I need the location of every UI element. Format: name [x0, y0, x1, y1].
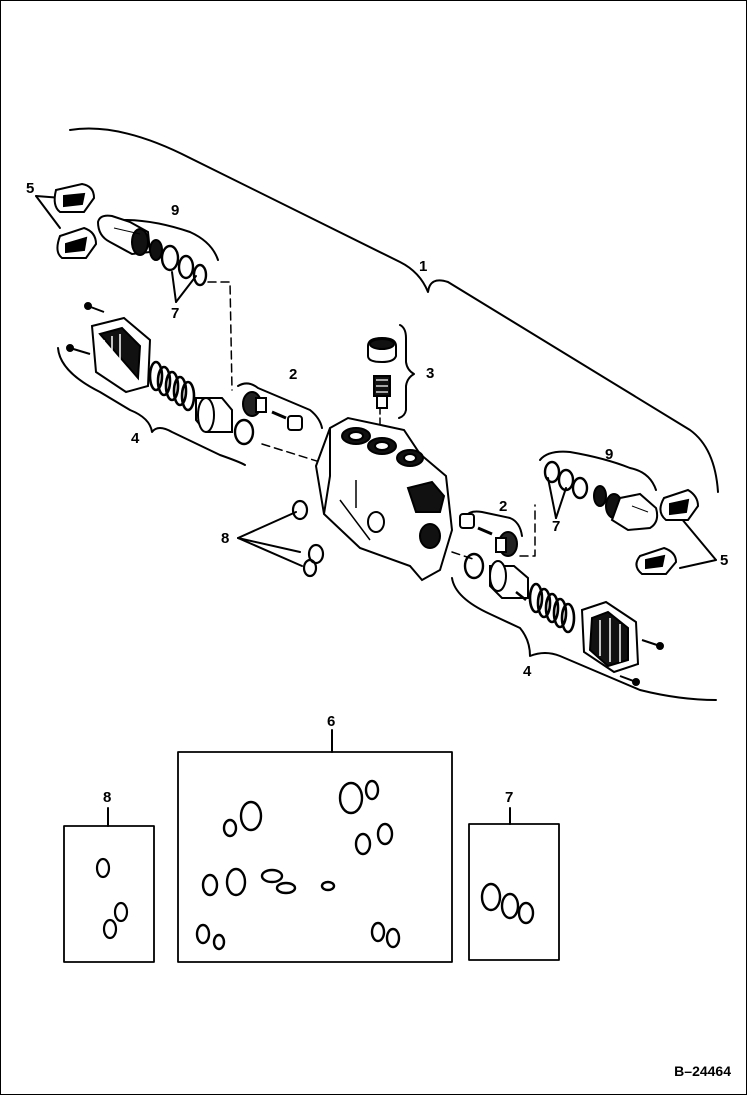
callout-8: 8	[221, 530, 230, 547]
axis-dash-left-top	[207, 281, 233, 391]
kit-box-8	[63, 825, 155, 963]
check-assembly-right	[459, 513, 518, 557]
leader-7-right-b	[555, 487, 567, 519]
o-rings-8-loose	[291, 499, 325, 578]
o-ring-left-spool	[233, 418, 255, 446]
clip-right-bottom	[635, 546, 678, 575]
leader-7-left-a	[171, 271, 177, 303]
end-cap-right	[580, 600, 640, 674]
callout-9-right: 9	[605, 446, 614, 463]
spring-right	[528, 582, 576, 634]
leader-5-left-b	[35, 195, 61, 229]
axis-dash-left-mid	[261, 443, 321, 463]
check-assembly-left	[242, 391, 303, 431]
callout-2-right: 2	[499, 498, 508, 515]
figure-reference-number: B–24464	[674, 1063, 731, 1079]
relief-cartridge-right	[593, 485, 659, 532]
callout-7-right: 7	[552, 518, 561, 535]
bolts-right	[619, 639, 664, 686]
callout-7-kit: 7	[505, 789, 514, 806]
kit-8-orings	[95, 857, 129, 940]
callout-4-right: 4	[523, 663, 532, 680]
callout-5-left: 5	[26, 180, 35, 197]
bolts-left	[66, 302, 105, 355]
callout-9-left: 9	[171, 202, 180, 219]
kit-6-orings	[195, 779, 401, 951]
brace-4-left	[57, 347, 246, 466]
callout-3: 3	[426, 365, 435, 382]
clip-left-bottom	[56, 226, 98, 259]
leader-8-a	[237, 511, 297, 539]
end-cap-left	[90, 316, 152, 394]
brace-9-right	[539, 450, 657, 491]
axis-dash-right-low	[451, 551, 477, 561]
callout-1: 1	[419, 258, 428, 275]
clip-right-top	[659, 488, 700, 521]
axis-dash-right	[519, 504, 536, 557]
kit-7-orings	[480, 882, 535, 925]
valve-body	[314, 416, 454, 582]
leader-7-left-b	[175, 275, 197, 303]
brace-2-left	[237, 382, 323, 429]
spool-right	[489, 560, 529, 601]
relief-cartridge-left	[96, 214, 163, 261]
callout-6: 6	[327, 713, 336, 730]
leader-8-c	[237, 537, 303, 567]
kit-box-7	[468, 823, 560, 961]
callout-7-left: 7	[171, 305, 180, 322]
o-rings-left-9	[160, 244, 208, 287]
o-ring-right-spool	[463, 552, 485, 580]
leader-8-b	[237, 537, 301, 553]
brace-4-right	[451, 577, 717, 701]
spring-left	[148, 360, 196, 412]
leader-7-right-a	[547, 477, 557, 519]
callout-4-left: 4	[131, 430, 140, 447]
callout-5-right: 5	[720, 552, 729, 569]
spool-left	[195, 397, 233, 433]
brace-3	[398, 324, 415, 419]
leader-5-right-b	[679, 559, 717, 569]
callout-2-left: 2	[289, 366, 298, 383]
clip-left-top	[53, 182, 96, 213]
plug-assembly	[367, 336, 397, 409]
brace-1	[69, 127, 719, 493]
o-rings-right-9	[543, 460, 589, 500]
callout-8-kit: 8	[103, 789, 112, 806]
kit-box-6	[177, 751, 453, 963]
